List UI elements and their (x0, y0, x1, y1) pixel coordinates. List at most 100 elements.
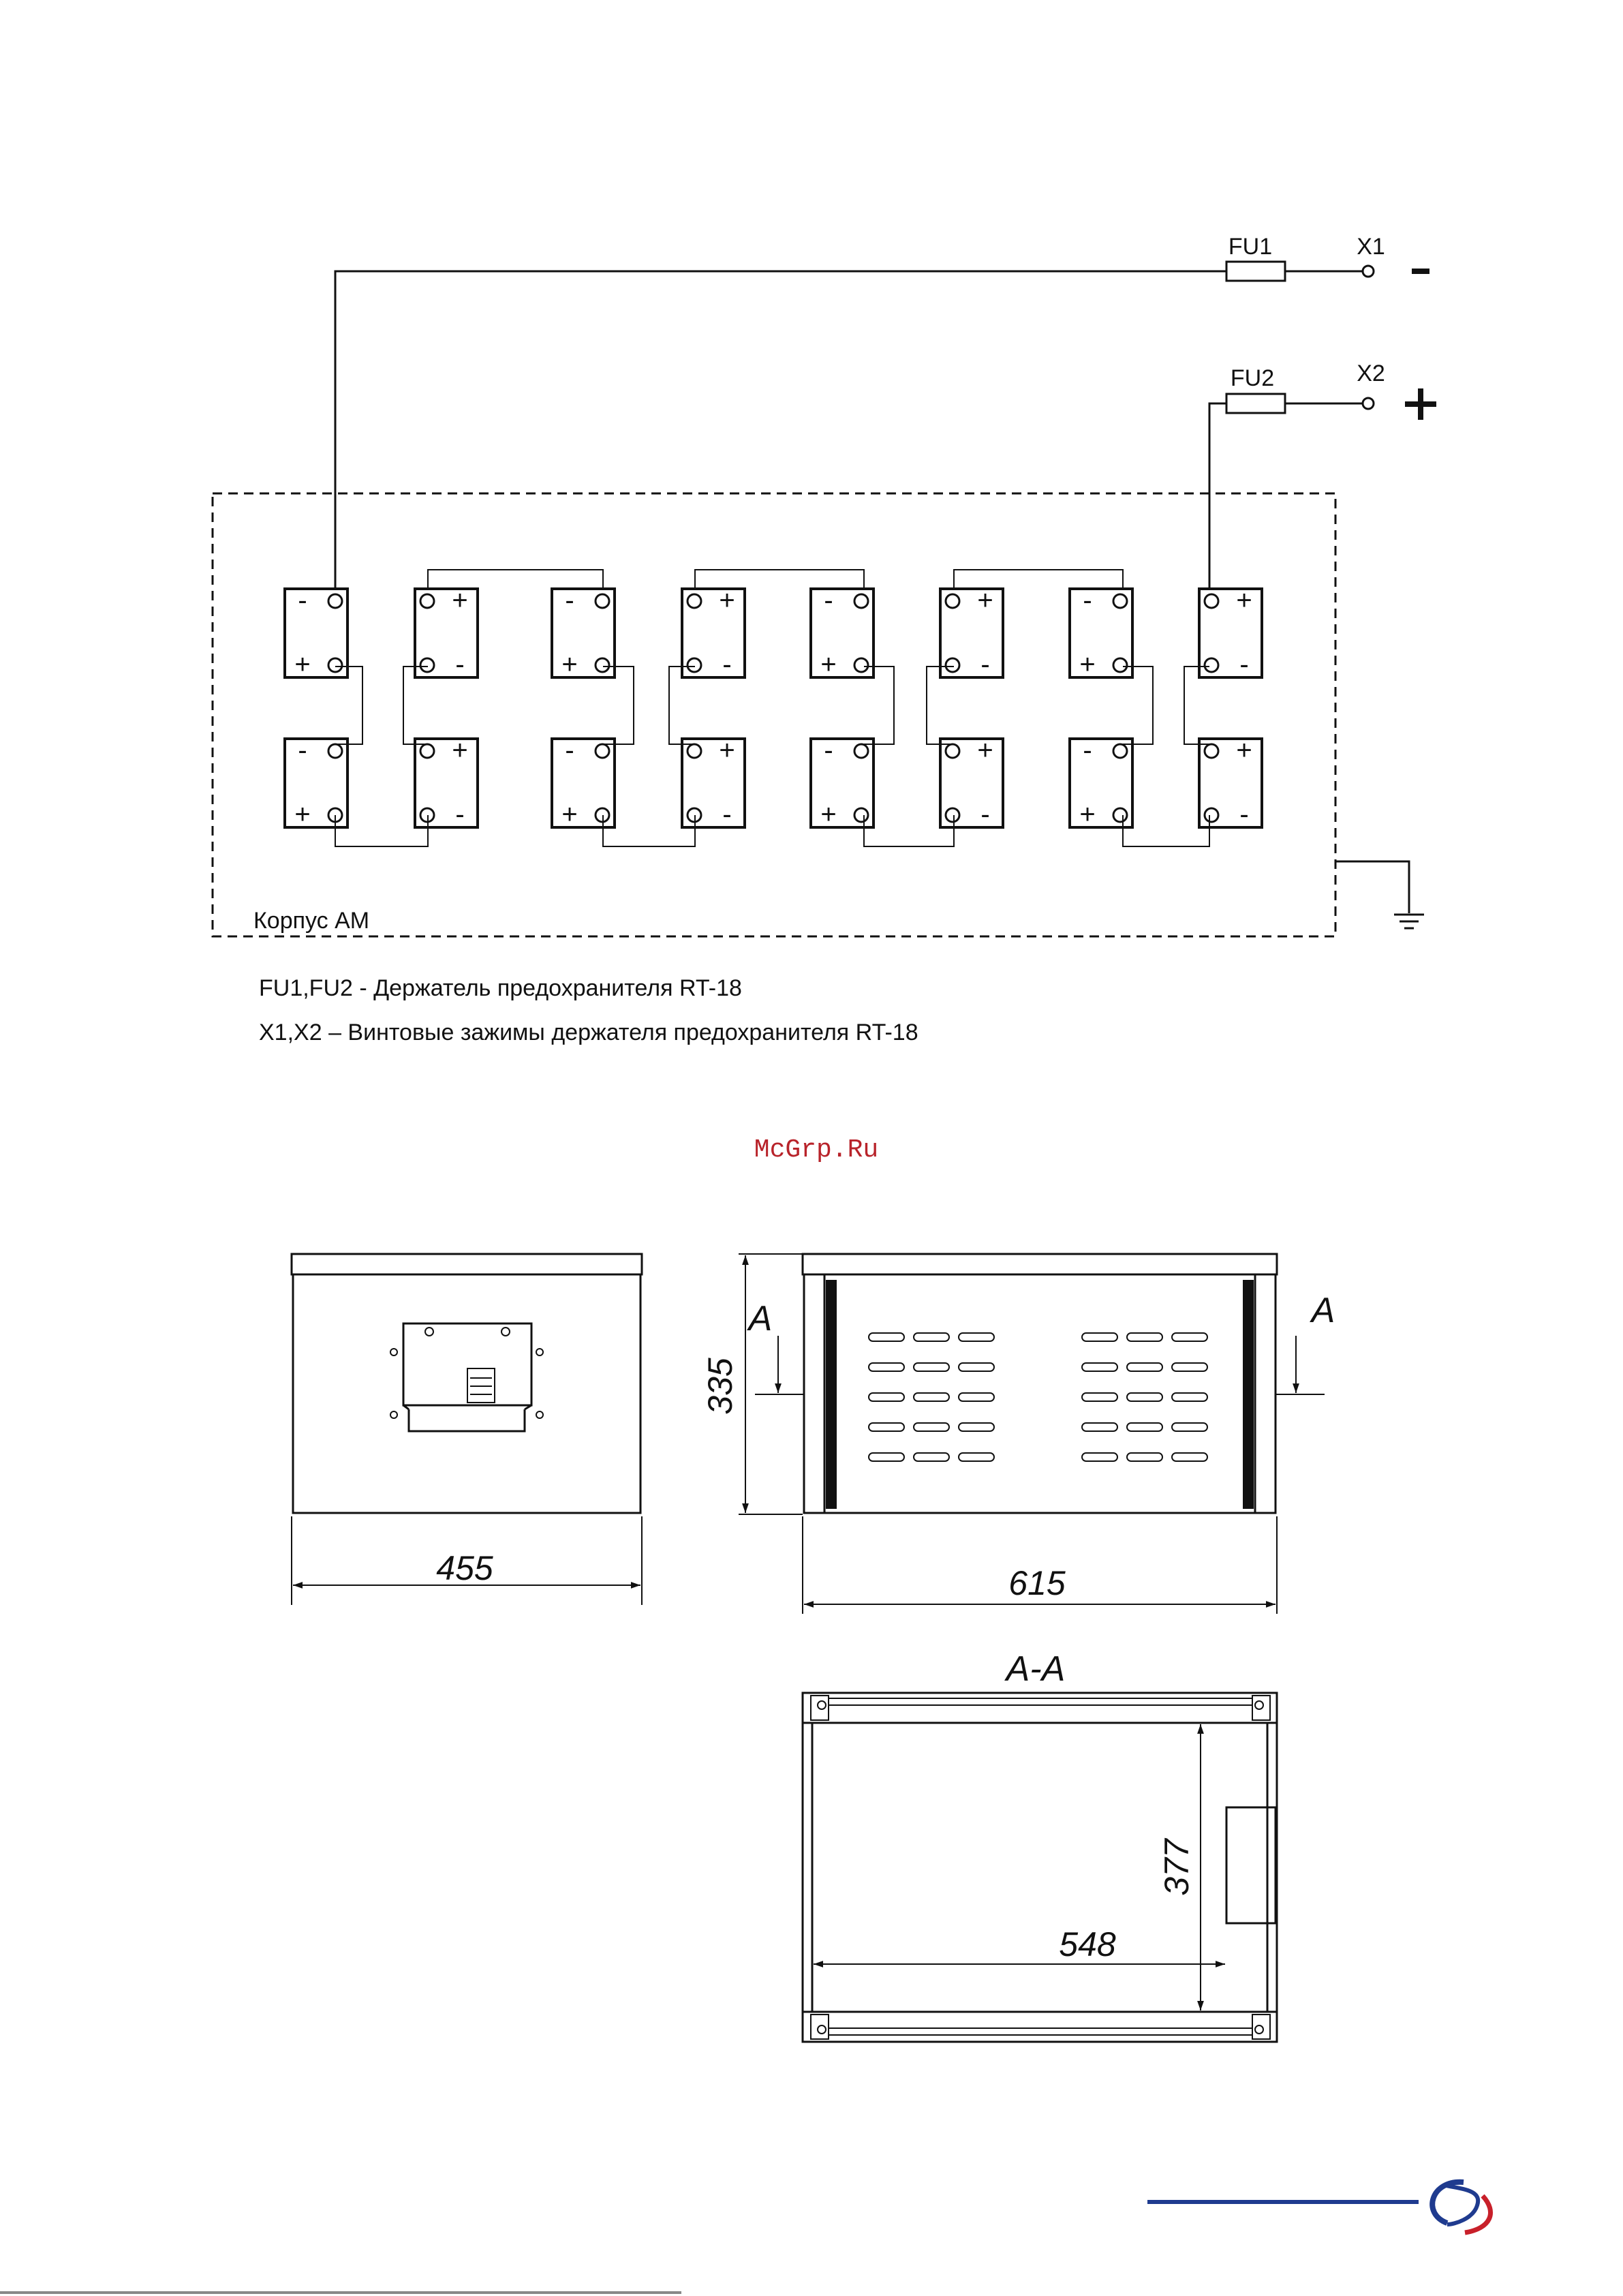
vent-slot (1172, 1333, 1207, 1341)
housing-label: Корпус АМ (253, 908, 369, 934)
vent-slot (914, 1453, 949, 1461)
battery-polarity: + (294, 799, 310, 829)
battery-terminal (946, 744, 959, 758)
vent-slot (869, 1453, 904, 1461)
vent-slot (914, 1393, 949, 1401)
battery-polarity: - (824, 585, 833, 615)
vent-slot (1082, 1333, 1117, 1341)
battery-terminal (854, 594, 868, 608)
battery-terminal (687, 594, 701, 608)
fuse-fu1 (1226, 262, 1285, 281)
battery-polarity: + (1079, 799, 1095, 829)
battery-polarity: + (1079, 649, 1095, 679)
battery-polarity: - (455, 649, 464, 679)
battery-polarity: - (1083, 585, 1092, 615)
battery-polarity: - (298, 585, 307, 615)
battery-terminal (946, 594, 959, 608)
vent-slot (1172, 1453, 1207, 1461)
vent-slot (959, 1393, 994, 1401)
battery-terminal (328, 744, 342, 758)
battery-polarity: + (977, 585, 993, 615)
vent-slot (1082, 1453, 1117, 1461)
vent-slot (1082, 1363, 1117, 1371)
battery: +- (682, 735, 745, 829)
battery-polarity: - (824, 735, 833, 765)
vent-slot (914, 1423, 949, 1431)
battery: -+ (552, 585, 615, 679)
battery-polarity: - (722, 649, 731, 679)
battery-polarity: - (980, 649, 989, 679)
terminal-x1 (1363, 266, 1374, 277)
battery-terminal (596, 594, 609, 608)
battery-polarity: + (719, 735, 735, 765)
ground-wire (1335, 861, 1409, 913)
ground-icon (1394, 915, 1424, 928)
battery: +- (1199, 585, 1262, 679)
battery-terminal (1113, 594, 1127, 608)
battery-terminal (854, 744, 868, 758)
battery-terminal (687, 744, 701, 758)
battery-terminal (596, 658, 609, 672)
section-view: A-A 377 548 (803, 1649, 1277, 2042)
battery: +- (940, 735, 1003, 829)
label-fu2: FU2 (1231, 365, 1274, 391)
battery: +- (940, 585, 1003, 679)
dim-side-width: 615 (1008, 1564, 1066, 1602)
battery-terminal (1113, 658, 1127, 672)
terminal-x2 (1363, 398, 1374, 409)
battery-polarity: + (719, 585, 735, 615)
section-title: A-A (1004, 1649, 1066, 1689)
battery-polarity: + (561, 799, 577, 829)
vent-slot (914, 1363, 949, 1371)
watermark: McGrp.Ru (754, 1135, 878, 1165)
vent-slot (1127, 1363, 1162, 1371)
battery-terminal (946, 808, 959, 822)
vent-slot (959, 1453, 994, 1461)
wire-fu1 (335, 271, 1226, 589)
label-x1: X1 (1357, 234, 1385, 260)
battery-polarity: + (820, 649, 836, 679)
battery-polarity: - (1083, 735, 1092, 765)
battery-polarity: - (565, 585, 574, 615)
battery-terminal (946, 658, 959, 672)
vent-slot (869, 1393, 904, 1401)
label-fu1: FU1 (1228, 234, 1272, 260)
vent-slot (1127, 1423, 1162, 1431)
battery: +- (682, 585, 745, 679)
battery-polarity: + (294, 649, 310, 679)
battery-terminal (854, 658, 868, 672)
battery-terminal (1205, 744, 1218, 758)
section-marker-right: A (1310, 1291, 1335, 1330)
battery-terminal (596, 744, 609, 758)
vent-slot (869, 1333, 904, 1341)
brand-logo-icon (1432, 2182, 1490, 2233)
battery: -+ (552, 735, 615, 829)
vent-slot (959, 1333, 994, 1341)
dim-section-width: 548 (1059, 1925, 1116, 1963)
battery: -+ (285, 735, 347, 829)
vent-slot (1127, 1393, 1162, 1401)
battery-terminal (1113, 808, 1127, 822)
battery-terminal (1113, 744, 1127, 758)
battery-terminal (854, 808, 868, 822)
wiring-schematic: FU1 X1 FU2 X2 Корпус АМ -++--++--++--++-… (213, 234, 1436, 936)
battery-polarity: + (1236, 585, 1252, 615)
vent-slot (1082, 1423, 1117, 1431)
battery: +- (415, 585, 478, 679)
battery: -+ (811, 585, 874, 679)
battery-terminal (420, 594, 434, 608)
battery-polarity: + (977, 735, 993, 765)
minus-sign-icon (1412, 269, 1429, 274)
battery: -+ (1070, 585, 1132, 679)
legend-fuse: FU1,FU2 - Держатель предохранителя RT-18 (259, 975, 742, 1001)
label-x2: X2 (1357, 361, 1385, 386)
battery: +- (1199, 735, 1262, 829)
battery-polarity: + (561, 649, 577, 679)
vent-slot (1172, 1423, 1207, 1431)
vent-slot (1127, 1333, 1162, 1341)
battery-terminal (687, 658, 701, 672)
vent-slot (1172, 1393, 1207, 1401)
battery-polarity: - (980, 799, 989, 829)
vent-slot (1127, 1453, 1162, 1461)
